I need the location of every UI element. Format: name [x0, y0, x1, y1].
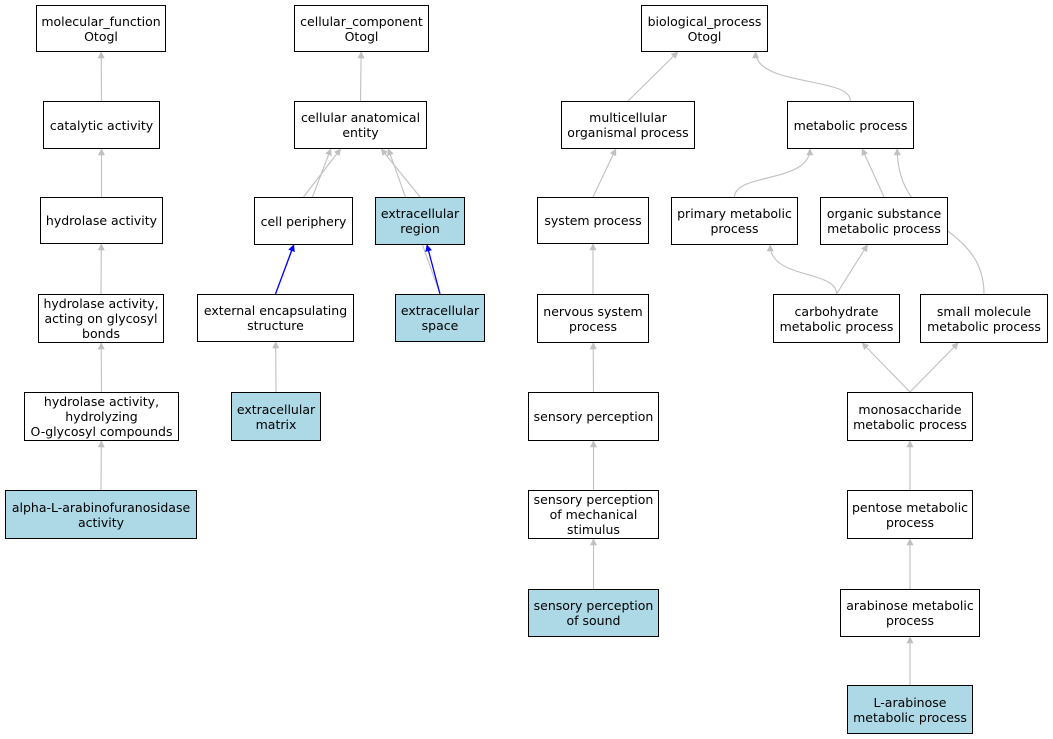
node-extracellular-space[interactable]: extracellular space: [395, 294, 485, 342]
node-sensory-perception-of-sound[interactable]: sensory perception of sound: [528, 589, 659, 637]
node-system-process[interactable]: system process: [537, 197, 649, 244]
edge-org_sub-to-metabolic: [861, 148, 885, 198]
node-carbohydrate-metabolic-process[interactable]: carbohydrate metabolic process: [773, 294, 900, 343]
node-small-molecule-metabolic-process[interactable]: small molecule metabolic process: [920, 294, 1048, 343]
node-l-arabinose-metabolic-process[interactable]: L-arabinose metabolic process: [847, 685, 973, 734]
node-cellular-anatomical-entity[interactable]: cellular anatomical entity: [294, 101, 427, 149]
node-molecular-function[interactable]: molecular_function Otogl: [36, 5, 166, 52]
edge-ext_encap-to-cell_periph: [274, 244, 295, 295]
node-sensory-perception[interactable]: sensory perception: [528, 392, 659, 441]
edge-multicell-to-bp_root: [627, 51, 679, 102]
node-multicellular-organismal-process[interactable]: multicellular organismal process: [561, 101, 695, 149]
node-sensory-perception-mechanical-stimulus[interactable]: sensory perception of mechanical stimulu…: [528, 490, 659, 539]
edge-system-to-multicell: [592, 148, 617, 198]
node-hydrolase-acting-on-glycosyl-bonds[interactable]: hydrolase activity, acting on glycosyl b…: [38, 294, 164, 343]
edge-metabolic-to-bp_root: [752, 51, 852, 102]
node-biological-process[interactable]: biological_process Otogl: [641, 5, 768, 52]
node-hydrolase-hydrolyzing-o-glycosyl[interactable]: hydrolase activity, hydrolyzing O-glycos…: [24, 392, 179, 441]
node-external-encapsulating-structure[interactable]: external encapsulating structure: [197, 294, 354, 342]
edge-monosacch-to-carb: [861, 342, 911, 393]
edge-cae-to-cc_root: [357, 51, 365, 102]
node-organic-substance-metabolic-process[interactable]: organic substance metabolic process: [820, 197, 948, 245]
node-monosaccharide-metabolic-process[interactable]: monosaccharide metabolic process: [847, 392, 973, 441]
node-arabinose-metabolic-process[interactable]: arabinose metabolic process: [840, 589, 980, 637]
node-cellular-component[interactable]: cellular_component Otogl: [294, 5, 429, 52]
node-alpha-l-arabinofuranosidase-activity[interactable]: alpha-L-arabinofuranosidase activity: [5, 490, 197, 539]
edge-monosacch-to-small_mol: [909, 342, 959, 393]
edge-carb-to-primary_met: [766, 244, 838, 295]
edge-primary_met-to-metabolic: [733, 148, 814, 198]
node-nervous-system-process[interactable]: nervous system process: [537, 294, 649, 343]
node-pentose-metabolic-process[interactable]: pentose metabolic process: [847, 490, 973, 539]
edge-ec_region-to-cae: [380, 148, 421, 198]
edge-carb-to-org_sub: [836, 244, 868, 295]
node-cell-periphery[interactable]: cell periphery: [254, 197, 353, 245]
node-extracellular-matrix[interactable]: extracellular matrix: [231, 392, 321, 441]
node-catalytic-activity[interactable]: catalytic activity: [43, 101, 160, 149]
node-hydrolase-activity[interactable]: hydrolase activity: [40, 197, 163, 244]
node-extracellular-region[interactable]: extracellular region: [375, 197, 465, 245]
node-primary-metabolic-process[interactable]: primary metabolic process: [671, 197, 798, 245]
edge-ec_space-to-ec_region: [425, 244, 441, 295]
node-metabolic-process[interactable]: metabolic process: [787, 101, 914, 149]
